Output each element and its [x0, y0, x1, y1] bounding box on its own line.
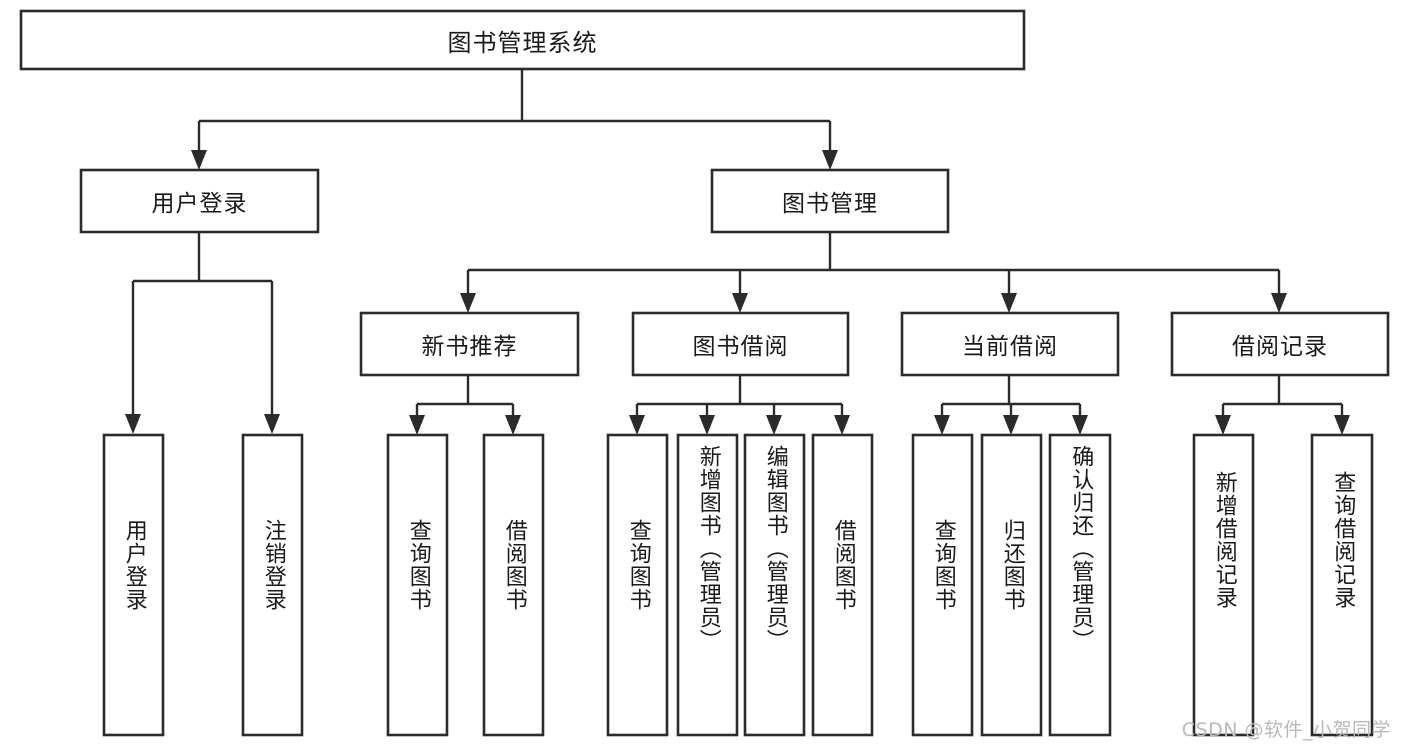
node-box-book-manage[interactable] — [710, 168, 950, 234]
connector-book-borrow-to-leaves — [629, 375, 850, 435]
connector-user-login-to-leaves — [125, 232, 280, 434]
leaf-box-borrow-record-1[interactable] — [1310, 433, 1374, 737]
node-box-user-login[interactable] — [79, 168, 320, 234]
leaf-box-current-borrow-0[interactable] — [911, 433, 974, 737]
leaf-box-user-login-0[interactable] — [102, 433, 165, 737]
leaf-box-book-borrow-2[interactable] — [743, 433, 806, 737]
leaf-box-book-borrow-3[interactable] — [811, 433, 874, 737]
node-box-root[interactable] — [19, 9, 1026, 71]
leaf-box-borrow-record-0[interactable] — [1192, 433, 1255, 737]
connector-new-book-to-leaves — [409, 375, 521, 435]
leaf-box-book-borrow-1[interactable] — [676, 433, 739, 737]
node-box-new-book-recommend[interactable] — [359, 311, 580, 377]
leaf-box-new-book-0[interactable] — [386, 433, 449, 737]
connector-borrow-record-to-leaves — [1215, 375, 1350, 435]
leaf-box-current-borrow-2[interactable] — [1048, 433, 1112, 737]
connector-root-to-level2 — [191, 69, 838, 170]
leaf-box-new-book-1[interactable] — [482, 433, 545, 737]
leaf-box-user-login-1[interactable] — [241, 433, 304, 737]
connector-current-borrow-to-leaves — [934, 375, 1088, 435]
leaf-box-current-borrow-1[interactable] — [980, 433, 1043, 737]
node-box-book-borrow[interactable] — [631, 311, 850, 377]
node-box-borrow-record[interactable] — [1170, 311, 1390, 377]
leaf-box-book-borrow-0[interactable] — [606, 433, 669, 737]
node-box-current-borrow[interactable] — [900, 311, 1120, 377]
connector-book-manage-to-level3 — [460, 232, 1287, 313]
